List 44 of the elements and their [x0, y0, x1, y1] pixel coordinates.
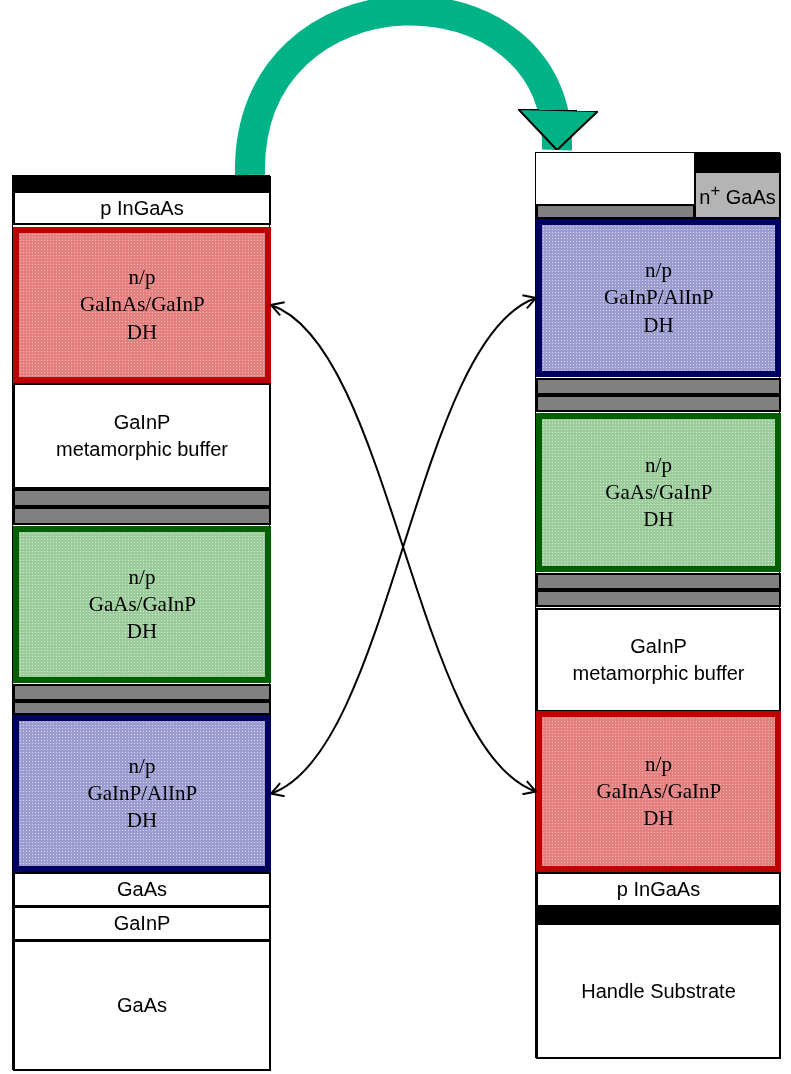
layer-label: GaInP: [113, 912, 171, 935]
cell-layer: [13, 715, 271, 872]
semiconductor-layer: [536, 872, 781, 907]
layer-label: Handle Substrate: [581, 979, 736, 1003]
layer-stack: [12, 175, 270, 1070]
cell-layer: [13, 526, 271, 683]
thin-layer: [536, 204, 695, 219]
semiconductor-layer: [13, 872, 271, 907]
layer-label: GaAs: [117, 994, 167, 1017]
metal-contact-bar: [13, 176, 271, 191]
semiconductor-layer: [13, 940, 271, 1071]
thin-layer: [536, 378, 781, 395]
metal-contact-bar: [694, 153, 781, 171]
semiconductor-layer: [13, 906, 271, 941]
thin-layer: [536, 573, 781, 590]
thin-layer: [536, 590, 781, 607]
layer-label: GaAs: [117, 878, 167, 901]
cell-layer: [536, 219, 781, 377]
thin-layer: [13, 507, 271, 525]
cell-layer: [536, 413, 781, 572]
semiconductor-layer: [694, 171, 781, 219]
layer-label: GaInP metamorphic buffer: [55, 410, 229, 462]
metal-contact-bar: [536, 906, 781, 923]
layer-stack: [535, 152, 780, 1058]
thin-layer: [13, 701, 271, 715]
layer-label: n/p GaAs/GaInP DH: [605, 451, 712, 534]
semiconductor-layer: [13, 191, 271, 225]
semiconductor-layer: [536, 608, 781, 712]
cell-layer: [13, 227, 271, 383]
layer-label: p InGaAs: [616, 878, 701, 901]
layer-label: n/p GaInAs/GaInP DH: [596, 750, 721, 833]
thin-layer: [13, 684, 271, 701]
layer-label: GaInP metamorphic buffer: [571, 634, 746, 686]
thin-layer: [536, 395, 781, 412]
layer-label: n/p GaInP/AlInP DH: [87, 752, 197, 835]
layer-label: n/p GaAs/GaInP DH: [88, 563, 196, 646]
thin-layer: [13, 489, 271, 507]
layer-label: n/p GaInAs/GaInP DH: [80, 264, 204, 346]
cell-layer: [536, 711, 781, 872]
semiconductor-layer: [13, 383, 271, 489]
layer-label: n$^{+}$ GaAs: [699, 181, 776, 209]
layer-label: n/p GaInP/AlInP DH: [604, 257, 713, 339]
layer-label: p InGaAs: [100, 196, 184, 220]
semiconductor-layer: [536, 923, 781, 1059]
